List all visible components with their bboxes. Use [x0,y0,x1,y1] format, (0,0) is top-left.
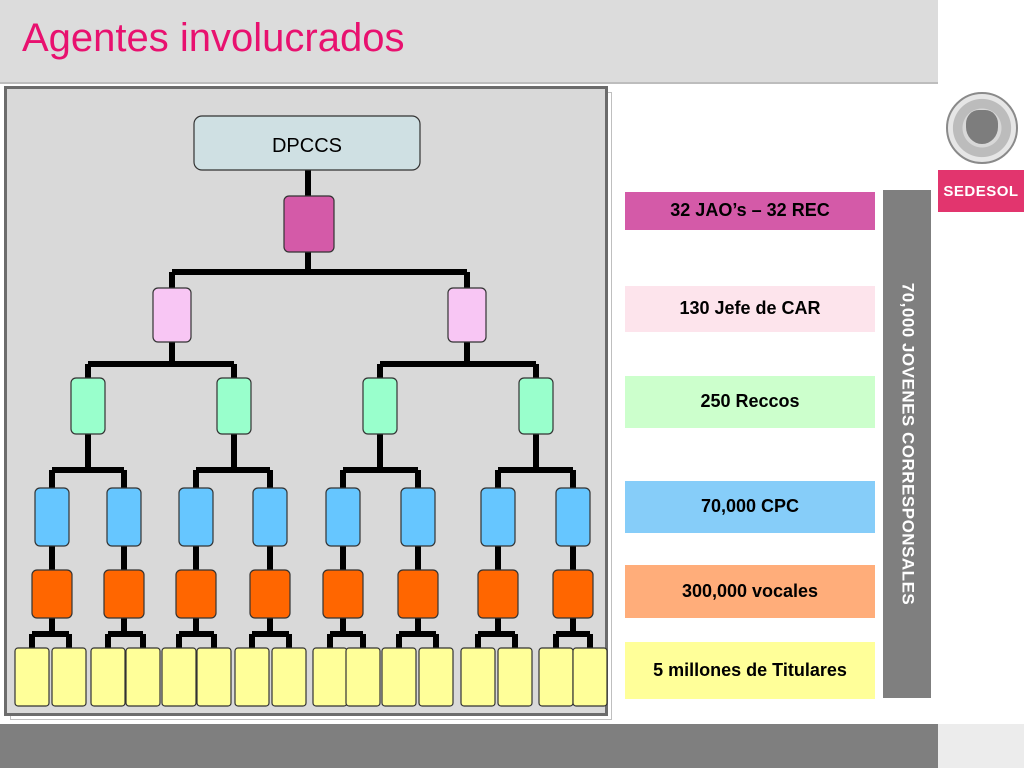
titular-node [234,647,270,707]
legend-item-titulares: 5 millones de Titulares [625,642,875,699]
vocal-node [552,569,594,619]
root-label: DPCCS [272,135,342,157]
cpc-node [106,487,142,547]
legend-item-vocales: 300,000 vocales [625,565,875,618]
cpc-node [400,487,436,547]
titular-node [125,647,161,707]
legend-item-jefe-car: 130 Jefe de CAR [625,286,875,332]
header-right [938,0,1024,82]
page-title: Agentes involucrados [22,16,405,60]
cpc-node [252,487,288,547]
titular-node [381,647,417,707]
titular-node [90,647,126,707]
vocal-node [31,569,73,619]
jao-node [283,195,335,253]
header-divider [0,82,938,84]
footer-band [0,724,938,768]
vocal-node [477,569,519,619]
footer-right [938,724,1024,768]
titular-node [418,647,454,707]
titular-node [196,647,232,707]
header-band [0,0,938,82]
vocal-node [175,569,217,619]
vocal-node [322,569,364,619]
titular-node [161,647,197,707]
legend-label: 70,000 CPC [700,496,800,517]
jovenes-label-wrap: 70,000 JOVENES CORRESPONSALES [883,190,931,698]
legend-item-cpc: 70,000 CPC [625,481,875,533]
vocal-node [249,569,291,619]
titular-node [51,647,87,707]
vocal-node [397,569,439,619]
legend-label: 5 millones de Titulares [653,659,847,680]
jefe-car-node [152,287,192,343]
legend-label: 130 Jefe de CAR [679,298,821,319]
cpc-node [178,487,214,547]
legend-item-reccos: 250 Reccos [625,376,875,428]
jovenes-bar [883,190,931,698]
recco-node [518,377,554,435]
legend-label: 300,000 vocales [681,580,819,601]
vocal-node [103,569,145,619]
recco-node [70,377,106,435]
recco-node [216,377,252,435]
coat-of-arms-icon [946,92,1018,164]
titular-node [538,647,574,707]
recco-node [362,377,398,435]
cpc-node [325,487,361,547]
sedesol-logo: SEDESOL [938,170,1024,212]
titular-node [271,647,307,707]
legend-item-jaos: 32 JAO’s – 32 REC [625,192,875,230]
titular-node [312,647,348,707]
titular-node [572,647,608,707]
cpc-node [555,487,591,547]
cpc-node [480,487,516,547]
jefe-car-node [447,287,487,343]
titular-node [14,647,50,707]
titular-node [345,647,381,707]
titular-node [497,647,533,707]
jovenes-label: 70,000 JOVENES CORRESPONSALES [898,282,918,606]
titular-node [460,647,496,707]
cpc-node [34,487,70,547]
root-node [193,115,421,171]
legend-label: 250 Reccos [700,391,800,412]
legend-label: 32 JAO’s – 32 REC [670,200,830,221]
